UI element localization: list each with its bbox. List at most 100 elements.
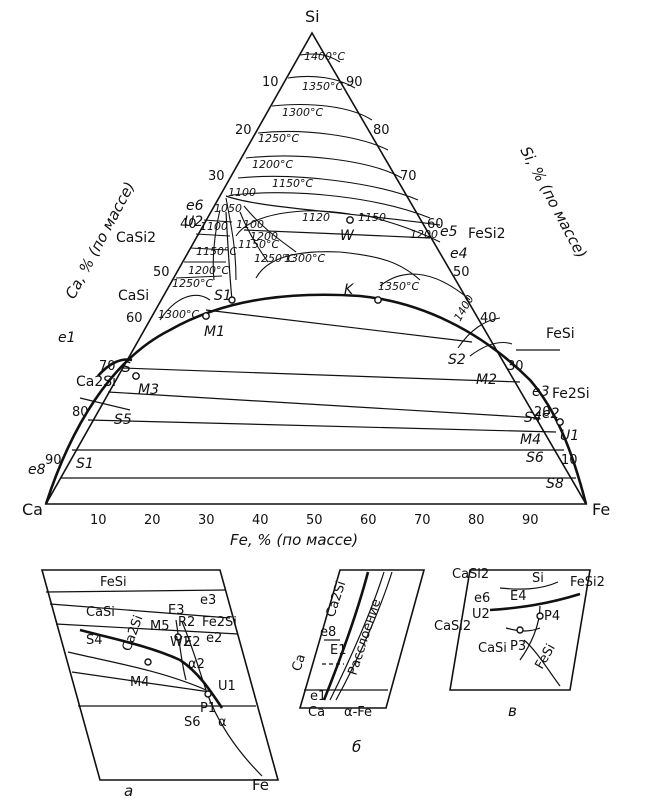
phase-label: Ca2Si — [76, 374, 116, 390]
inset-label: Ca — [290, 652, 310, 673]
point-label: e1 — [58, 330, 76, 346]
isotherm-line — [175, 275, 223, 279]
tick-label: 60 — [126, 311, 143, 326]
inset-line — [45, 589, 227, 593]
inset-label: α — [218, 715, 227, 730]
inset-frame — [298, 569, 426, 709]
tick-label: 90 — [346, 75, 363, 90]
isotherm-line — [189, 247, 229, 251]
inset-v-labels: CaSi2 Si FeSi2 e6 E4 U2 P4 CaSi2 P3 FeSi… — [434, 567, 605, 672]
tick-label: 90 — [522, 513, 539, 528]
inset-label: Si — [532, 571, 544, 586]
tick-label: 40 — [180, 217, 197, 232]
point-marker — [132, 372, 140, 380]
tick-label: 80 — [468, 513, 485, 528]
isotherm-line — [203, 219, 233, 223]
inset-curve — [523, 639, 561, 687]
inset-label: M5 — [150, 619, 170, 634]
point-marker — [174, 633, 182, 641]
isotherm-label: 1350°C — [378, 280, 419, 293]
point-marker — [144, 658, 152, 666]
isotherm-line — [212, 209, 221, 281]
eutectic-valley — [243, 229, 431, 239]
point-label: M4 — [520, 432, 541, 448]
inset-label: CaSi2 — [452, 567, 489, 582]
isotherm-line — [239, 211, 269, 263]
isotherm-line — [235, 210, 351, 237]
tie-lines — [60, 309, 576, 479]
phase-label: CaSi2 — [116, 230, 156, 246]
point-marker — [556, 418, 564, 426]
thick-boundary — [44, 293, 588, 505]
tick-label: 30 — [198, 513, 215, 528]
point-label: e6 — [186, 198, 204, 214]
isotherm-label: 1350°C — [302, 80, 343, 93]
casi2-isotherm-labels: 1100 1050 1100 1150°C 1200°C 1250°C 1300… — [158, 186, 295, 321]
tick-label: 50 — [153, 265, 170, 280]
point-marker — [516, 626, 524, 634]
isotherm-label: 1100 — [228, 186, 256, 199]
point-label: e8 — [28, 462, 46, 478]
inset-label: Расслоение — [346, 597, 385, 677]
bottom-axis-ticks: 10 20 30 40 50 60 70 80 90 — [90, 513, 539, 528]
right-axis-ticks: 90 80 70 60 50 40 30 20 10 — [346, 75, 578, 468]
point-label: S6 — [526, 450, 544, 466]
inset-vertex-fe: Fe — [252, 776, 269, 794]
tie-line — [87, 419, 557, 433]
isotherm-label: 1120 — [302, 211, 330, 224]
inset-label: E2 — [184, 635, 201, 650]
tick-label: 80 — [373, 123, 390, 138]
isotherm-label: 1150°C — [238, 238, 279, 251]
si-field-isotherms — [231, 53, 431, 219]
isotherm-label: 1050 — [214, 202, 242, 215]
inset-curve — [499, 581, 559, 590]
inset-label: α-Fe — [344, 705, 372, 720]
inset-label: FeSi — [532, 641, 558, 672]
eutectic-valley — [225, 211, 233, 301]
isotherm-label: 1150°C — [196, 245, 237, 258]
inset-label: CaSi — [478, 641, 507, 656]
inset-label: e3 — [200, 593, 216, 608]
point-label: M3 — [138, 382, 159, 398]
vertex-ca: Ca — [22, 500, 43, 519]
miscibility-gap-boundary — [44, 293, 588, 505]
point-label: S2 — [448, 352, 466, 368]
point-marker — [202, 312, 210, 320]
tick-label: 20 — [144, 513, 161, 528]
isotherm-line — [359, 213, 441, 243]
inset-label: E1 — [330, 643, 347, 658]
point-marker — [204, 690, 212, 698]
tick-label: 90 — [45, 453, 62, 468]
inset-label: FeSi2 — [570, 575, 605, 590]
inset-label: P3 — [510, 639, 526, 654]
isotherm-label: 1400°C — [304, 50, 345, 63]
inset-a-labels: FeSi CaSi Ca2Si E3 e3 Fe2Si M5 R2 W2 E2 … — [86, 575, 237, 730]
tick-label: 60 — [360, 513, 377, 528]
point-label: S1 — [214, 288, 232, 304]
tick-label: 70 — [400, 169, 417, 184]
isotherm-line — [457, 317, 501, 349]
ternary-diagram: Si Ca Fe 10 20 30 40 50 60 70 80 90 Fe, … — [22, 7, 610, 549]
inset-frame — [40, 569, 280, 781]
isotherm-label: 1200°C — [252, 158, 293, 171]
inset-label: Fe2Si — [202, 615, 237, 630]
point-label: S8 — [546, 476, 564, 492]
inset-v: CaSi2 Si FeSi2 e6 E4 U2 P4 CaSi2 P3 FeSi… — [434, 567, 605, 720]
inset-label: Ca2Si — [324, 579, 350, 619]
thick-boundary — [97, 358, 133, 377]
isotherm-line — [159, 294, 211, 321]
point-marker — [346, 216, 354, 224]
point-label: S5 — [114, 412, 132, 428]
inset-label: e1 — [310, 689, 326, 704]
isotherm-label: 1250°C — [258, 132, 299, 145]
point-marker — [374, 296, 382, 304]
isotherm-label: 1300°C — [282, 106, 323, 119]
phase-label: FeSi2 — [468, 226, 506, 242]
point-label: S1 — [76, 456, 94, 472]
isotherm-line — [287, 75, 356, 89]
tie-line — [205, 309, 473, 343]
inset-label: E4 — [510, 589, 527, 604]
isotherm-line — [257, 131, 389, 151]
inset-thick-curve — [322, 571, 370, 701]
